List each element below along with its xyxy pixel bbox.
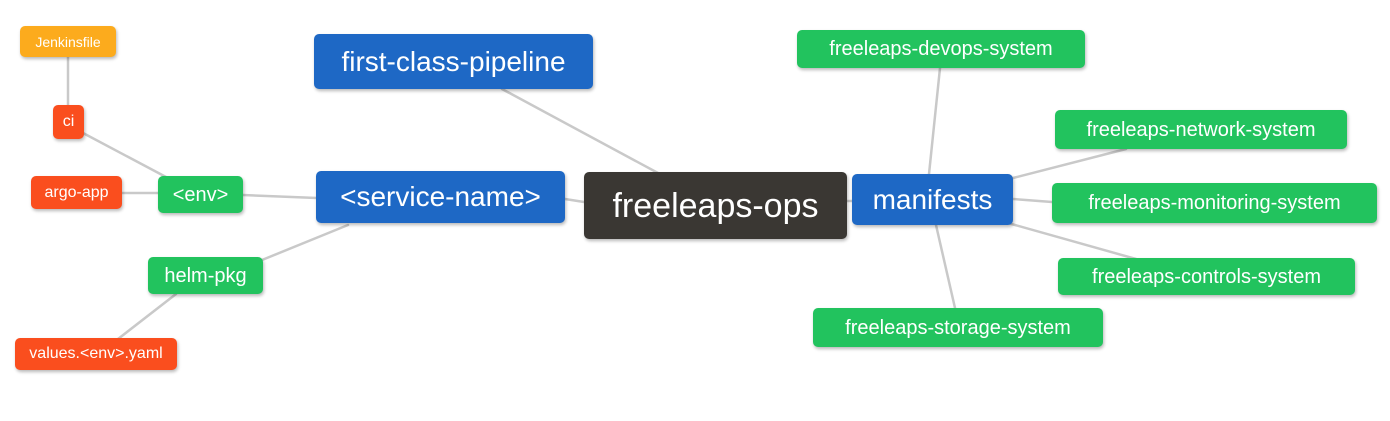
edge-helm-pkg-service-name (260, 223, 350, 262)
edge-manifests-controls (1006, 221, 1138, 261)
node-env[interactable]: <env> (158, 176, 243, 213)
node-freeleaps-network-system[interactable]: freeleaps-network-system (1055, 110, 1347, 149)
node-ci[interactable]: ci (53, 105, 84, 139)
edge-ci-env (81, 131, 168, 179)
node-jenkinsfile[interactable]: Jenkinsfile (20, 26, 116, 57)
edge-manifests-monitoring (1011, 197, 1054, 204)
node-service-name[interactable]: <service-name> (316, 171, 565, 223)
edge-pipeline-root (500, 87, 660, 175)
node-freeleaps-controls-system[interactable]: freeleaps-controls-system (1058, 258, 1355, 295)
node-manifests[interactable]: manifests (852, 174, 1013, 225)
edge-manifests-storage (934, 223, 957, 310)
edge-manifests-network (1011, 147, 1128, 180)
node-freeleaps-devops-system[interactable]: freeleaps-devops-system (797, 30, 1085, 68)
node-freeleaps-monitoring-system[interactable]: freeleaps-monitoring-system (1052, 183, 1377, 223)
node-first-class-pipeline[interactable]: first-class-pipeline (314, 34, 593, 89)
node-freeleaps-storage-system[interactable]: freeleaps-storage-system (813, 308, 1103, 347)
edge-env-service-name (241, 193, 319, 200)
node-freeleaps-ops-root[interactable]: freeleaps-ops (584, 172, 847, 239)
edge-helm-pkg-values (116, 292, 178, 341)
edge-manifests-devops (927, 66, 942, 176)
node-helm-pkg[interactable]: helm-pkg (148, 257, 263, 294)
edge-service-name-root (563, 197, 586, 204)
node-values-env-yaml[interactable]: values.<env>.yaml (15, 338, 177, 370)
node-argo-app[interactable]: argo-app (31, 176, 122, 209)
